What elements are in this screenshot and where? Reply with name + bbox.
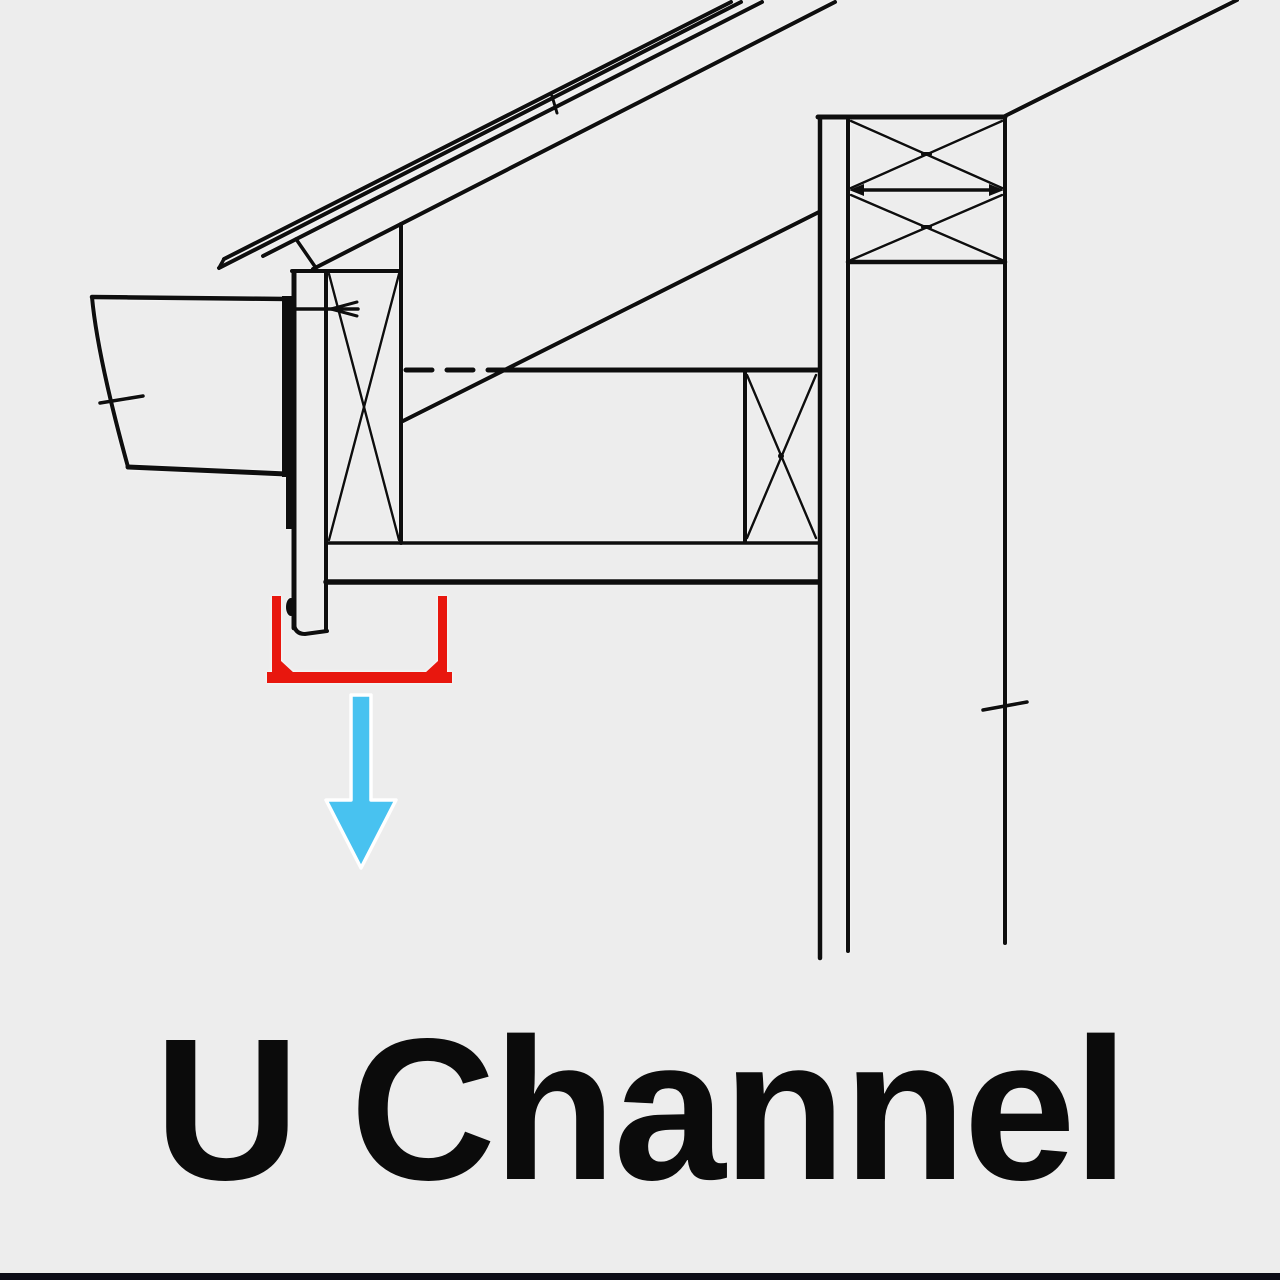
drip-edge-line	[294, 237, 318, 270]
gutter-profile	[89, 294, 291, 477]
gutter-back-heavy-line-lower	[286, 476, 295, 529]
x-center-mark	[921, 225, 932, 229]
dimension-arrowhead-left	[849, 184, 864, 196]
u-channel-right-leg	[438, 596, 447, 678]
x-center-mark	[778, 453, 784, 459]
section-linework	[89, 0, 1239, 961]
bottom-edge-bar	[0, 1273, 1280, 1280]
fastener-arrow	[287, 300, 360, 318]
soffit-board	[323, 541, 822, 585]
u-channel-highlight	[267, 596, 452, 683]
down-arrow-icon	[324, 693, 398, 870]
eave-blocking-x	[327, 222, 403, 545]
wall-break-tick	[981, 700, 1029, 712]
u-channel-left-fillet	[281, 661, 294, 673]
u-channel-right-fillet	[425, 661, 438, 673]
break-line-tick	[98, 394, 145, 405]
ink-blob	[286, 598, 296, 616]
u-channel-left-leg	[272, 596, 281, 676]
panel-joint-tick	[550, 94, 559, 115]
gutter-back-heavy-line	[282, 296, 295, 477]
rafter-bottom-edge	[401, 210, 821, 423]
roof-line-over-wall	[1001, 0, 1239, 119]
u-channel-base	[267, 672, 452, 683]
roof-panel-lines	[217, 0, 837, 271]
dimension-arrowhead-right	[989, 184, 1004, 196]
page-title: U Channel	[154, 996, 1129, 1222]
ink-fills	[282, 152, 1004, 616]
wall-framing	[815, 0, 1239, 961]
ceiling-and-rafter-lines	[401, 210, 821, 423]
x-center-mark	[921, 152, 932, 156]
